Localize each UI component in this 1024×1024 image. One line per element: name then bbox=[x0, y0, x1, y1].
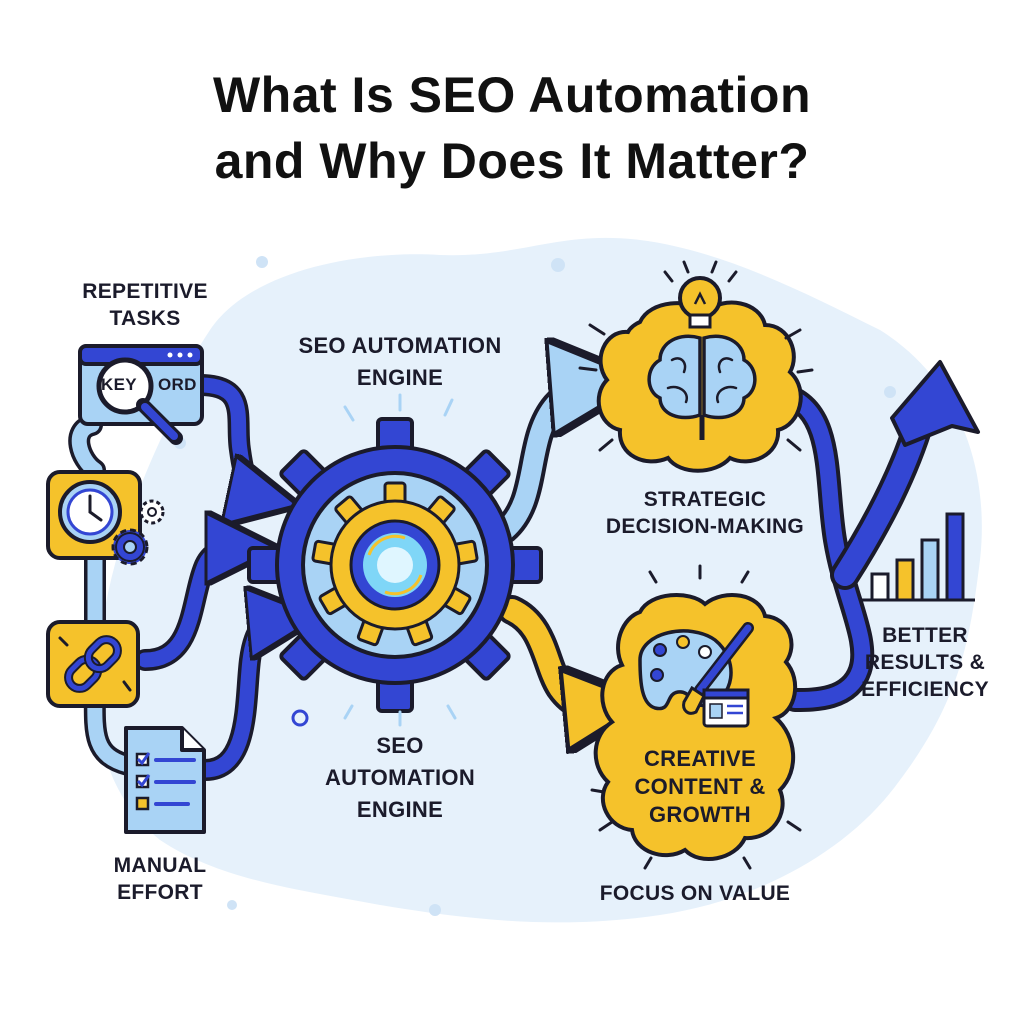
title-line-1: What Is SEO Automation bbox=[212, 67, 812, 123]
decor-dot bbox=[551, 258, 565, 272]
engine-glow-marks bbox=[343, 393, 457, 727]
decor-dot bbox=[884, 386, 896, 398]
keyword-text-left: KEY bbox=[101, 375, 137, 394]
decor-dot bbox=[256, 256, 268, 268]
paintbrush-icon bbox=[682, 622, 754, 715]
label-engine-bottom: SEO AUTOMATION ENGINE bbox=[324, 733, 476, 822]
label-creative: CREATIVE CONTENT & GROWTH bbox=[634, 746, 766, 827]
page-title: What Is SEO Automation and Why Does It M… bbox=[0, 62, 1024, 194]
trend-arrow-icon bbox=[773, 360, 980, 712]
decor-dot bbox=[227, 900, 237, 910]
link-icon bbox=[64, 635, 122, 693]
label-strategic: STRATEGIC DECISION-MAKING bbox=[605, 488, 805, 538]
link-spark-marks bbox=[58, 636, 132, 692]
search-icon bbox=[96, 357, 183, 445]
checklist-icon bbox=[124, 726, 206, 834]
label-better-results: BETTER RESULTS & EFFICIENCY bbox=[861, 624, 989, 701]
label-repetitive-tasks: REPETITIVE TASKS bbox=[82, 280, 208, 330]
label-engine-top: SEO AUTOMATION ENGINE bbox=[298, 333, 502, 390]
gear-icon bbox=[111, 528, 149, 566]
label-focus-on-value: FOCUS ON VALUE bbox=[599, 882, 791, 905]
lightbulb-icon bbox=[678, 276, 722, 329]
keyword-text-right: ORD bbox=[158, 375, 197, 394]
bar-chart-icon bbox=[862, 512, 975, 602]
creative-spark-marks bbox=[590, 564, 802, 870]
title-line-2: and Why Does It Matter? bbox=[214, 133, 810, 189]
clock-icon bbox=[58, 480, 122, 544]
brain-icon bbox=[647, 334, 757, 440]
gear-icon bbox=[247, 417, 543, 713]
brain-spark-marks bbox=[578, 260, 814, 452]
content-card-icon bbox=[702, 688, 750, 728]
label-manual-effort: MANUAL EFFORT bbox=[113, 854, 207, 904]
decor-ring bbox=[291, 709, 309, 727]
gear-icon bbox=[139, 499, 165, 525]
input-arrows bbox=[134, 374, 284, 781]
decor-dot bbox=[429, 904, 441, 916]
